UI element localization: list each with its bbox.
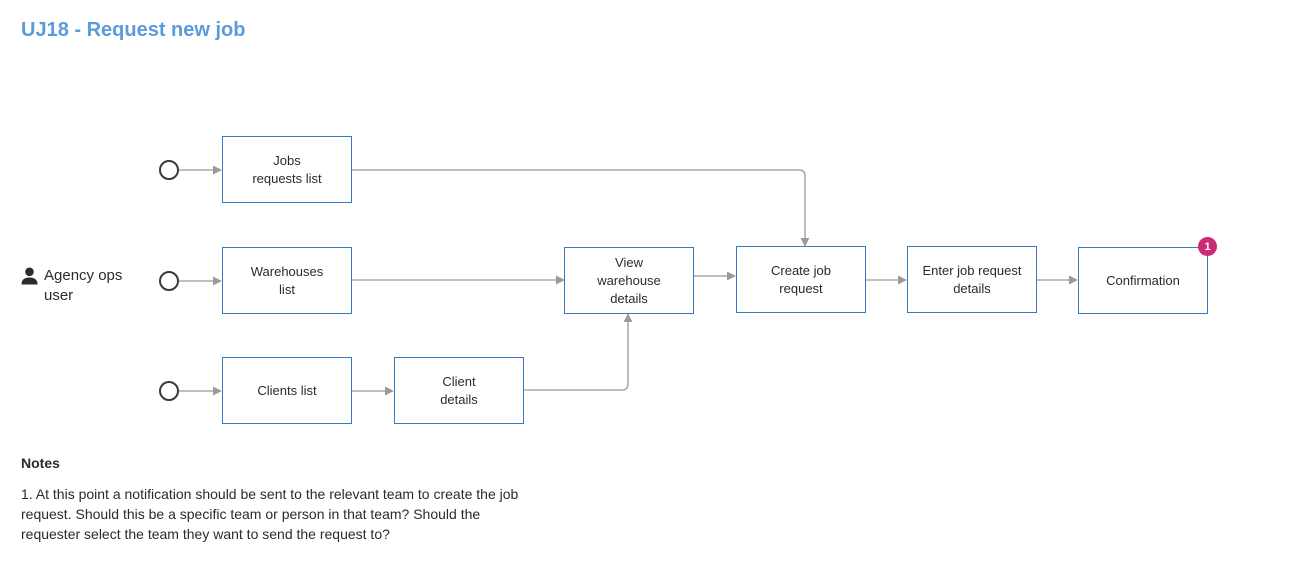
actor-label: Agency ops user [44,267,123,304]
person-icon [21,267,38,285]
start-event-2 [159,271,179,291]
node-warehouses-list[interactable]: Warehouses list [222,247,352,314]
node-view-warehouse-details[interactable]: View warehouse details [564,247,694,314]
connector-jobs-create [352,169,810,247]
connector-clientdetails-view [524,313,633,391]
notes-title: Notes [21,455,60,471]
note-badge[interactable]: 1 [1198,237,1217,256]
actor: Agency ops user [21,266,122,306]
node-create-job-request[interactable]: Create job request [736,246,866,313]
node-confirmation[interactable]: Confirmation [1078,247,1208,314]
note-item: 1. At this point a notification should b… [21,486,519,542]
node-client-details[interactable]: Client details [394,357,524,424]
page-title: UJ18 - Request new job [21,19,246,41]
node-jobs-requests-list[interactable]: Jobs requests list [222,136,352,203]
node-enter-job-request-details[interactable]: Enter job request details [907,246,1037,313]
start-event-1 [159,160,179,180]
start-event-3 [159,381,179,401]
node-clients-list[interactable]: Clients list [222,357,352,424]
